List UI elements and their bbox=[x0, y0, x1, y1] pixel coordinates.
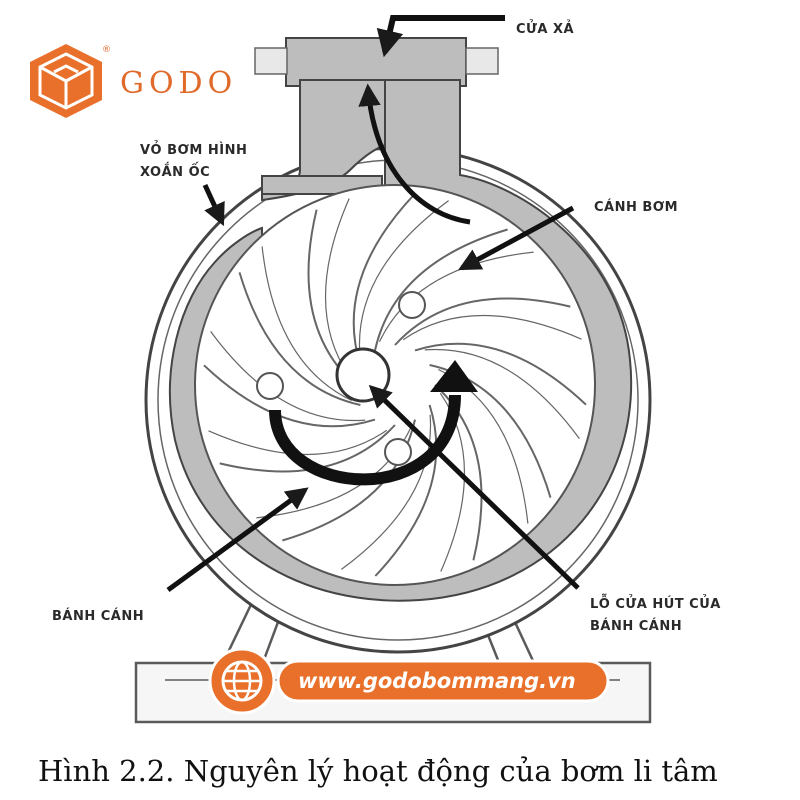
label-impeller: BÁNH CÁNH bbox=[52, 608, 144, 624]
brand-logo: ® GODO bbox=[30, 44, 237, 118]
godo-cube-logo-icon bbox=[30, 44, 102, 118]
discharge-flange bbox=[286, 38, 466, 86]
balance-hole-top bbox=[399, 292, 425, 318]
impeller-eye bbox=[337, 349, 389, 401]
discharge-nozzle bbox=[255, 38, 498, 86]
label-volute-line2: XOẮN ỐC bbox=[140, 162, 210, 180]
label-vane: CÁNH BƠM bbox=[594, 199, 678, 215]
website-url[interactable]: www.godobommang.vn bbox=[298, 669, 576, 693]
label-eye-line1: LỖ CỬA HÚT CỦA bbox=[590, 594, 721, 612]
globe-icon bbox=[210, 649, 274, 713]
label-eye-line2: BÁNH CÁNH bbox=[590, 618, 682, 634]
registered-mark: ® bbox=[102, 45, 111, 55]
figure-caption: Hình 2.2. Nguyên lý hoạt động của bơm li… bbox=[38, 754, 718, 788]
balance-hole-bottom bbox=[385, 439, 411, 465]
balance-hole-left bbox=[257, 373, 283, 399]
brand-name: GODO bbox=[120, 66, 237, 101]
label-discharge: CỬA XẢ bbox=[516, 20, 574, 37]
pointer-arrow-volute bbox=[205, 185, 222, 222]
label-volute-line1: VỎ BƠM HÌNH bbox=[140, 141, 247, 158]
